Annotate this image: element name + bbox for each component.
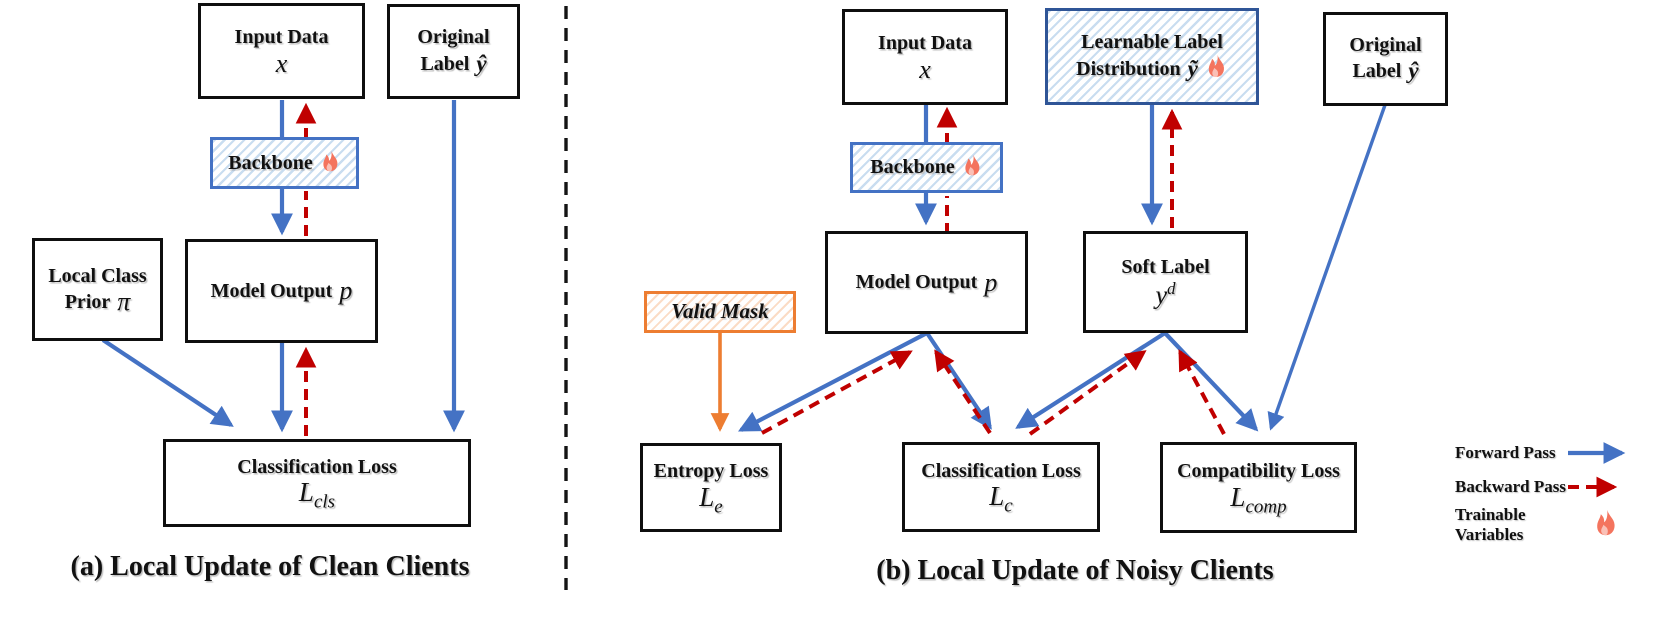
caption-panel-a: (a) Local Update of Clean Clients: [70, 551, 470, 582]
cls-loss-title-b: Classification Loss: [921, 459, 1081, 482]
forward-arrow-b-model-output-to-cls-loss: [925, 331, 992, 430]
entropy-loss-title: Entropy Loss: [653, 460, 769, 483]
box-b-compatibility-loss: Compatibility Loss Lcomp: [1160, 442, 1357, 533]
entropy-loss-math: Le: [699, 481, 723, 517]
local-class-prior-symbol: π: [117, 287, 131, 317]
flame-icon: [323, 150, 338, 171]
box-b-valid-mask: Valid Mask: [644, 291, 796, 333]
legend-backward-label: Backward Pass: [1455, 477, 1566, 496]
model-output-symbol-b: p: [984, 267, 998, 297]
cls-loss-math-b: Lc: [989, 481, 1013, 517]
comp-loss-math: Lcomp: [1230, 481, 1287, 517]
box-b-entropy-loss: Entropy Loss Le: [640, 443, 782, 532]
soft-label-title: Soft Label: [1121, 256, 1210, 279]
local-class-prior-line1: Local Class: [48, 264, 147, 287]
forward-arrow-b-soft-label-to-comp-loss: [1163, 331, 1259, 432]
box-a-classification-loss: Classification Loss Lcls: [163, 439, 471, 527]
box-b-classification-loss: Classification Loss Lc: [902, 442, 1100, 532]
legend-backward-pass: Backward Pass: [1455, 477, 1605, 497]
box-b-model-output: Model Output p: [825, 231, 1028, 334]
caption-panel-b: (b) Local Update of Noisy Clients: [876, 555, 1274, 586]
input-data-title: Input Data: [234, 26, 329, 49]
forward-arrow-b-soft-label-to-cls-loss: [1015, 331, 1167, 429]
backward-arrow-b-entropy-loss-to-model-output: [761, 350, 913, 435]
local-class-prior-line2: Prior: [64, 290, 111, 313]
cls-loss-math: Lcls: [298, 477, 336, 513]
valid-mask-title: Valid Mask: [671, 299, 769, 324]
flame-icon: [965, 155, 980, 176]
cls-loss-title: Classification Loss: [237, 455, 397, 478]
original-label-symbol: ŷ: [476, 50, 487, 76]
box-b-original-label: Original Label ŷ: [1323, 12, 1448, 106]
model-output-title: Model Output: [210, 279, 333, 302]
comp-loss-title: Compatibility Loss: [1177, 460, 1340, 483]
box-b-backbone: Backbone: [850, 142, 1003, 193]
legend-forward-label: Forward Pass: [1455, 443, 1556, 462]
model-output-symbol: p: [339, 276, 353, 306]
box-a-input-data: Input Data x: [198, 3, 365, 99]
flame-icon: [1597, 509, 1615, 535]
original-label-line1: Original: [417, 26, 490, 49]
input-data-symbol: x: [275, 48, 288, 78]
forward-arrow-a-prior-to-cls-loss: [101, 338, 234, 427]
original-label-line1-b: Original: [1349, 33, 1422, 56]
box-a-local-class-prior: Local Class Prior π: [32, 238, 163, 341]
model-output-title-b: Model Output: [855, 271, 978, 294]
input-data-title-b: Input Data: [878, 32, 972, 55]
forward-arrow-b-original-label-to-comp-loss: [1267, 104, 1387, 431]
box-b-learnable-label-distribution: Learnable Label Distribution ỹ: [1045, 8, 1259, 105]
legend-forward-pass: Forward Pass: [1455, 443, 1605, 463]
original-label-line2: Label: [420, 52, 470, 75]
backward-arrow-b-cls-loss-to-model-output: [934, 349, 992, 435]
original-label-symbol-b: ŷ: [1408, 58, 1419, 84]
input-data-symbol-b: x: [919, 54, 931, 84]
legend-trainable-variables: Trainable Variables: [1455, 505, 1619, 545]
learnable-label-symbol: ỹ: [1187, 55, 1198, 81]
backbone-title: Backbone: [228, 151, 313, 174]
box-b-soft-label: Soft Label yd: [1083, 231, 1248, 333]
box-a-original-label: Original Label ŷ: [387, 4, 520, 99]
backbone-title-b: Backbone: [870, 156, 955, 179]
backward-arrow-b-comp-loss-to-soft-label: [1178, 349, 1226, 435]
backward-arrow-b-cls-loss-to-soft-label: [1028, 350, 1147, 436]
box-a-model-output: Model Output p: [185, 239, 378, 343]
forward-arrow-b-model-output-to-entropy-loss: [738, 331, 928, 432]
legend-trainable-label: Trainable Variables: [1455, 505, 1526, 544]
learnable-label-line1: Learnable Label: [1081, 31, 1223, 54]
box-a-backbone: Backbone: [210, 137, 359, 189]
learnable-label-line2: Distribution: [1076, 57, 1181, 80]
box-b-input-data: Input Data x: [842, 9, 1008, 105]
soft-label-math: yd: [1155, 278, 1176, 310]
flame-icon: [1208, 55, 1224, 78]
original-label-line2-b: Label: [1352, 60, 1402, 82]
